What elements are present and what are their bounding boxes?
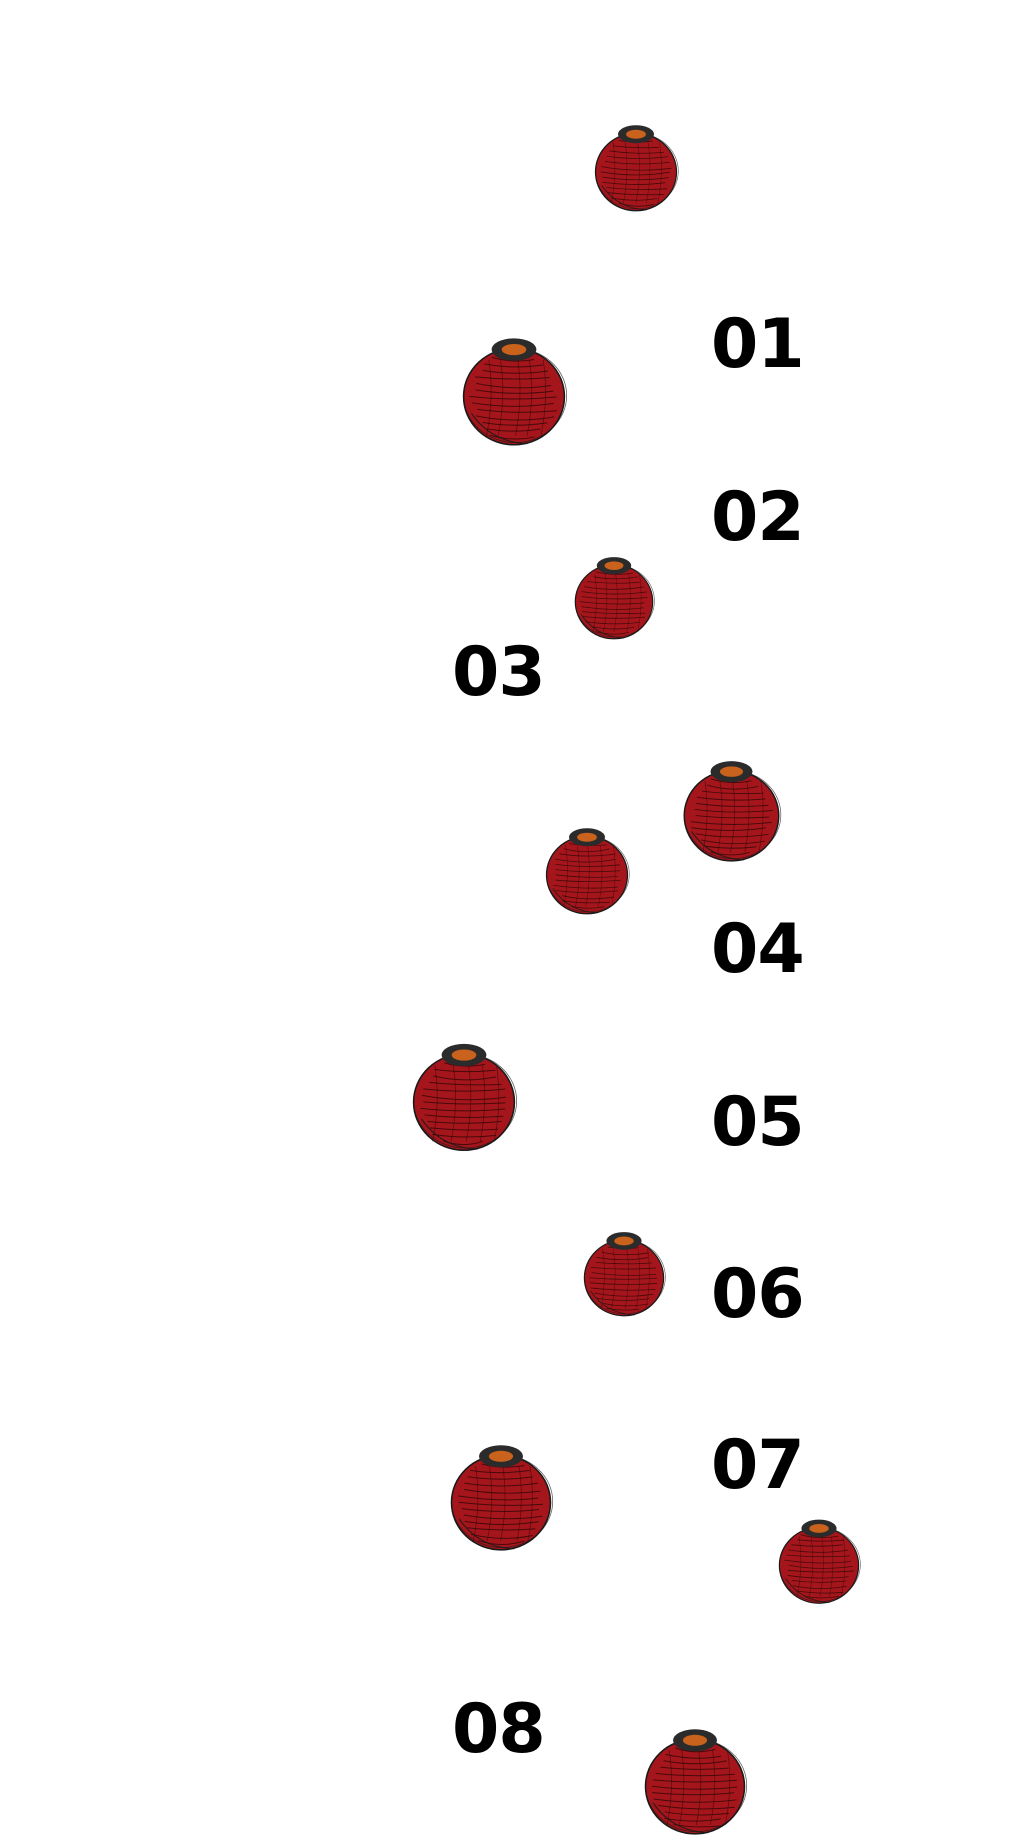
paper-lantern-icon [594, 125, 679, 212]
paper-lantern-icon [412, 1043, 518, 1152]
paper-lantern-icon [644, 1729, 748, 1835]
number-label-08: 08 [452, 1690, 546, 1769]
paper-lantern-icon [683, 761, 782, 862]
number-label-05: 05 [711, 1083, 805, 1162]
number-label-03: 03 [452, 633, 546, 712]
paper-lantern-icon [778, 1519, 861, 1604]
number-label-01: 01 [711, 305, 805, 384]
number-label-06: 06 [711, 1255, 805, 1334]
number-label-07: 07 [711, 1426, 805, 1505]
number-label-02: 02 [711, 478, 805, 557]
paper-lantern-icon [462, 338, 568, 446]
paper-lantern-icon [574, 557, 655, 640]
paper-lantern-icon [583, 1232, 666, 1317]
number-label-04: 04 [711, 910, 805, 989]
paper-lantern-icon [450, 1445, 554, 1551]
paper-lantern-icon [545, 828, 630, 915]
